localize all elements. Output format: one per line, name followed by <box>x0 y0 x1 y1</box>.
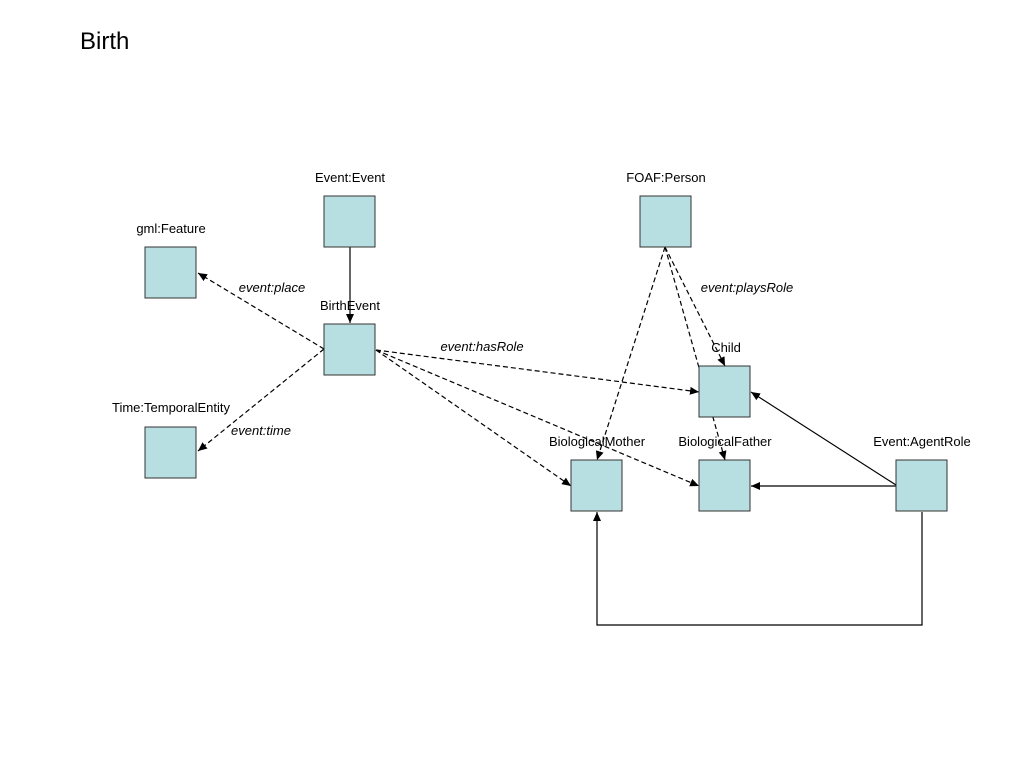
edge-hasrole-mother <box>375 349 572 487</box>
label-biological-father: BiologicalFather <box>678 434 772 449</box>
node-event-agent-role <box>895 459 948 512</box>
label-event-event: Event:Event <box>315 170 385 185</box>
page-title: Birth <box>80 28 130 55</box>
edge-label-place: event:place <box>239 280 306 295</box>
node-biological-father <box>698 459 751 512</box>
node-birth-event <box>323 323 376 376</box>
label-child: Child <box>711 340 741 355</box>
edge-subclass-child <box>750 391 897 486</box>
node-gml-feature <box>144 246 197 299</box>
edge-hasrole-child <box>375 349 700 395</box>
edge-playsrole-father <box>664 246 727 461</box>
node-foaf-person <box>639 195 692 248</box>
node-child <box>698 365 751 418</box>
edge-label-has-role: event:hasRole <box>440 339 523 354</box>
label-birth-event: BirthEvent <box>320 298 380 313</box>
edge-playsrole-child <box>664 246 726 367</box>
node-time-temporal-entity <box>144 426 197 479</box>
label-time-temporal-entity: Time:TemporalEntity <box>112 400 230 415</box>
edge-event-time <box>197 348 325 452</box>
edge-hasrole-father <box>375 349 700 487</box>
node-biological-mother <box>570 459 623 512</box>
node-event-event <box>323 195 376 248</box>
label-event-agent-role: Event:AgentRole <box>873 434 971 449</box>
label-gml-feature: gml:Feature <box>136 221 205 236</box>
edge-label-time: event:time <box>231 423 291 438</box>
edge-subclass-mother <box>593 512 923 626</box>
edge-event-place <box>197 272 325 350</box>
edge-playsrole-mother <box>595 246 666 461</box>
label-foaf-person: FOAF:Person <box>626 170 705 185</box>
label-biological-mother: BiologicalMother <box>549 434 646 449</box>
edge-label-plays-role: event:playsRole <box>701 280 794 295</box>
